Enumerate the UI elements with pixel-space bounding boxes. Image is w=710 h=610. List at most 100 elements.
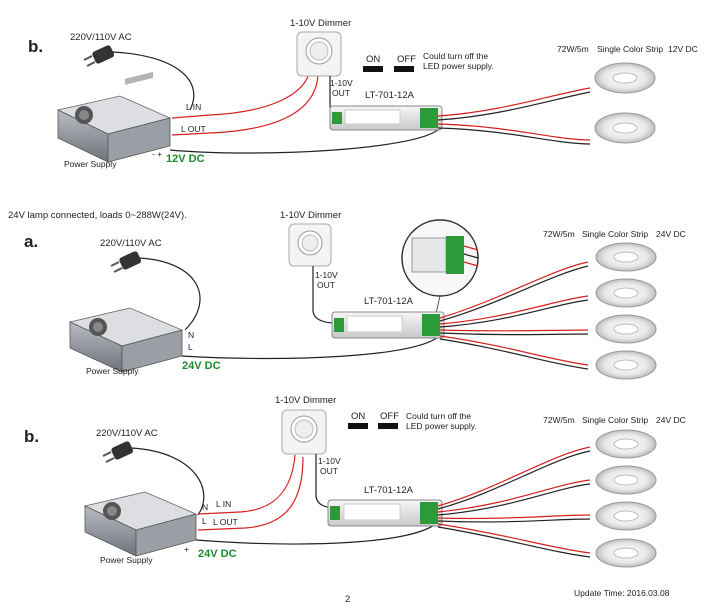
- strip-type-label: Single Color Strip: [597, 44, 663, 54]
- dimmer-knob: [281, 409, 327, 455]
- strip-power-label: 72W/5m: [543, 229, 575, 239]
- output-wire-1b: [437, 91, 591, 121]
- section-b-12v: b. 220V/110V AC Power Supply 12V DC - + …: [28, 18, 698, 169]
- dc-terminals-icon: +: [184, 544, 189, 554]
- led-strip-reel: [595, 501, 657, 531]
- output-wire-1: [437, 87, 591, 117]
- controller-box: [329, 105, 443, 131]
- switch-note-2: LED power supply.: [406, 421, 477, 431]
- controller-box: [327, 499, 443, 527]
- output-wire-3: [439, 329, 589, 332]
- output-wire-2: [437, 479, 591, 513]
- dimmer-out-label-2: OUT: [320, 466, 338, 476]
- controller-label: LT-701-12A: [364, 296, 414, 307]
- output-wire-2: [437, 123, 591, 141]
- dimmer-out-label-1: 1-10V: [315, 270, 338, 280]
- ac-label: 220V/110V AC: [96, 428, 158, 439]
- power-supply-label: Power Supply: [86, 366, 139, 376]
- output-wire-2b: [439, 299, 589, 328]
- strip-type-label: Single Color Strip: [582, 415, 648, 425]
- wire-l-out: [197, 456, 304, 531]
- section-label: a.: [24, 232, 38, 251]
- led-strip-reel: [595, 465, 657, 495]
- switch-note-1: Could turn off the: [423, 51, 488, 61]
- update-time: Update Time: 2016.03.08: [574, 588, 670, 598]
- section-label: b.: [24, 427, 39, 446]
- switch-off-label: OFF: [380, 411, 399, 422]
- led-strip-reel: [595, 429, 657, 459]
- led-strip-reel: [595, 314, 657, 344]
- output-wire-1: [437, 446, 591, 507]
- led-strip-reel: [594, 62, 656, 94]
- terminal-zoom-inset: [401, 219, 479, 319]
- dc-cable: [181, 334, 441, 360]
- section-a-24v: a. 220V/110V AC N L Power Supply 24V DC …: [24, 210, 686, 380]
- switch-on-label: ON: [366, 54, 380, 65]
- strip-voltage-label: 24V DC: [656, 229, 686, 239]
- led-strip-reel: [595, 278, 657, 308]
- page-number: 2: [345, 594, 350, 605]
- dc-cable: [195, 519, 441, 545]
- dimmer-label: 1-10V Dimmer: [290, 18, 351, 29]
- dimmer-out-label-2: OUT: [317, 280, 335, 290]
- wire-label-l-out: L OUT: [181, 124, 206, 134]
- load-caption: 24V lamp connected, loads 0~288W(24V).: [8, 210, 187, 221]
- dc-cable: [169, 127, 441, 154]
- switch-on-icon: [363, 66, 383, 72]
- switch-off-icon: [378, 423, 398, 429]
- led-strip-reel: [595, 350, 657, 380]
- output-wire-3b: [439, 332, 589, 336]
- controller-label: LT-701-12A: [364, 485, 414, 496]
- strip-voltage-label: 24V DC: [656, 415, 686, 425]
- output-wire-4: [439, 335, 589, 366]
- output-wire-3: [437, 514, 591, 520]
- section-b-24v: b. 220V/110V AC N L Power Supply 24V DC …: [24, 395, 686, 568]
- ac-cable: [131, 447, 205, 516]
- terminal-l: L: [202, 516, 207, 526]
- output-wire-4: [437, 523, 591, 554]
- wire-label-l-out: L OUT: [213, 517, 238, 527]
- dc-output-label: 24V DC: [182, 360, 221, 372]
- dimmer-label: 1-10V Dimmer: [275, 395, 336, 406]
- dimmer-out-label-2: OUT: [332, 88, 350, 98]
- controller-box: [331, 311, 445, 339]
- output-wire-1b: [437, 450, 591, 510]
- switch-note-2: LED power supply.: [423, 61, 494, 71]
- ac-cable: [111, 51, 195, 111]
- output-wire-2b: [437, 127, 591, 145]
- ac-plug-icon: [102, 441, 134, 463]
- wire-l-in: [197, 454, 296, 515]
- strip-power-label: 72W/5m: [543, 415, 575, 425]
- dimmer-knob: [288, 223, 332, 267]
- strip-power-label: 72W/5m: [557, 44, 589, 54]
- power-supply: [68, 307, 184, 373]
- wire-l-in: [171, 69, 311, 119]
- wire-l-out: [171, 71, 319, 136]
- led-strip-reel: [595, 538, 657, 568]
- dimmer-out-label-1: 1-10V: [318, 456, 341, 466]
- terminal-l: L: [188, 342, 193, 352]
- output-wire-1b: [439, 265, 589, 322]
- dimmer-knob: [296, 31, 342, 77]
- power-supply: [83, 491, 198, 557]
- ac-cable: [139, 257, 201, 331]
- output-wire-2b: [437, 483, 591, 516]
- output-wire-4b: [439, 338, 589, 370]
- switch-on-label: ON: [351, 411, 365, 422]
- ac-plug-icon: [110, 251, 142, 273]
- power-supply: [56, 71, 172, 163]
- output-wire-4b: [437, 526, 591, 558]
- switch-off-icon: [394, 66, 414, 72]
- switch-note-1: Could turn off the: [406, 411, 471, 421]
- strip-voltage-label: 12V DC: [668, 44, 698, 54]
- dc-output-label: 12V DC: [166, 153, 205, 165]
- dc-output-label: 24V DC: [198, 548, 237, 560]
- switch-on-icon: [348, 423, 368, 429]
- switch-off-label: OFF: [397, 54, 416, 65]
- led-strip-reel: [595, 242, 657, 272]
- wire-label-l-in: L IN: [186, 102, 201, 112]
- output-wire-2: [439, 295, 589, 325]
- controller-label: LT-701-12A: [365, 90, 415, 101]
- wire-label-l-in: L IN: [216, 499, 231, 509]
